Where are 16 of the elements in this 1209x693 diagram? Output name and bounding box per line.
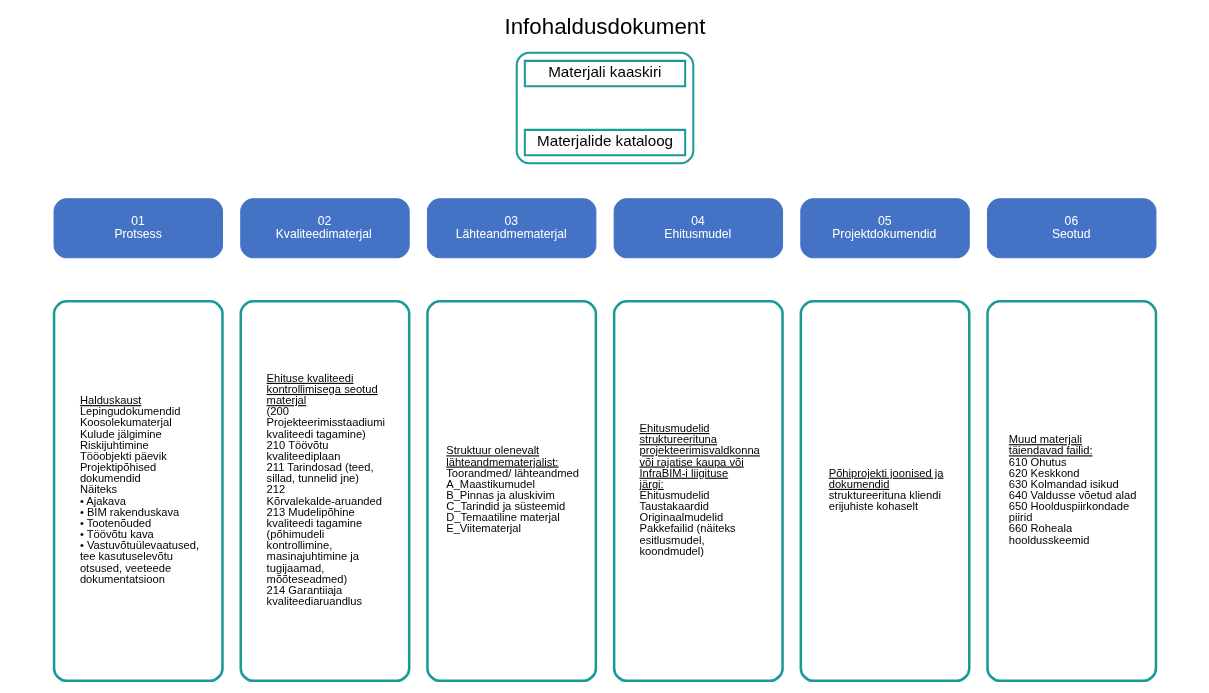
node-box: Ehitusmudelid struktureerituna projekteerimisvaldkonna või rajatise kaupa või InfraBIM-i liigituse järgi: Ehitusmudelid Taustakaardid Originaalmudelid Pakkefailid (näiteks esitlusmudel, koondmudel) — [612, 300, 784, 683]
node-box: 06 Seotud — [986, 198, 1156, 259]
node-box: Ehituse kvaliteedi kontrollimisega seotud materjal (200 Projekteerimisstaadiumi kvaliteedi tagamine) 210 Töövõtu kvaliteediplaan 211 Tarindosad (teed, sillad, tunnelid jne) 212 Kõrvalekalde-aruanded 213 Mudelipõhine kvaliteedi tagamine (põhimudeli kontrollimine, masinajuhtimine ja tugijaamad, mõõteseadmed) 214 Garantiiaja kvaliteediaruandlus — [239, 300, 410, 683]
node-box: 03 Lähteandmematerjal — [426, 198, 596, 259]
node-box: Halduskaust Lepingudokumendid Koosolekumaterjal Kulude jälgimine Riskijuhtimine Tööobjekti päevik Projektipõhised dokumendid Näiteks • Ajakava • BIM rakenduskava • Tootenõuded • Töövõtu kava • Vastuvõtuülevaatused, tee kasutuselevõtu otsused, veeteede dokumentatsioon — [52, 300, 224, 683]
node-box: Materjali kaaskiri — [523, 59, 686, 88]
cluster — [515, 51, 694, 165]
diagram-title: Infohaldusdokument — [504, 14, 705, 40]
node-box: 02 Kvaliteedimaterjal — [239, 198, 410, 259]
node-box: 04 Ehitusmudel — [613, 198, 783, 259]
node-box: 05 Projektdokumendid — [799, 198, 970, 259]
node-box: 01 Protsess — [53, 198, 223, 259]
node-box: Struktuur olenevalt lähteandmematerjalist: Toorandmed/ lähteandmed A_Maastikumudel B_Pinnas ja aluskivim C_Tarindid ja süsteemid D_Temaatiline materjal E_Viitematerjal — [425, 300, 597, 683]
node-box: Muud materjali täiendavad failid: 610 Ohutus 620 Keskkond 630 Kolmandad isikud 640 Valdusse võetud alad 650 Hoolduspiirkondade piirid 660 Roheala hooldusskeemid — [985, 300, 1157, 683]
node-box: Materjalide kataloog — [523, 128, 686, 157]
node-box: Põhiprojekti joonised ja dokumendid struktureerituna kliendi erijuhiste kohaselt — [799, 300, 970, 683]
